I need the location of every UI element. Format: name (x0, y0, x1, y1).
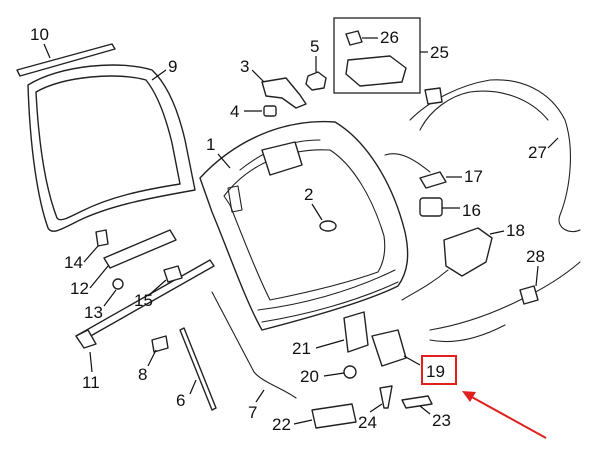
callout-21: 21 (292, 339, 311, 358)
callout-1: 1 (206, 135, 215, 154)
callout-6: 6 (176, 391, 185, 410)
bolt-20 (343, 365, 357, 379)
latch-19 (371, 329, 407, 367)
callout-24: 24 (358, 413, 377, 432)
camera-kit-box (333, 17, 421, 94)
wiring-harness-28 (429, 261, 581, 343)
callout-10: 10 (30, 25, 49, 44)
bolt-4 (263, 105, 277, 117)
callout-12: 12 (70, 279, 89, 298)
callout-26: 26 (380, 28, 399, 47)
callout-7: 7 (248, 403, 257, 422)
bumper-24 (379, 385, 393, 409)
bracket-21 (343, 311, 369, 353)
callout-17: 17 (464, 167, 483, 186)
door-trim-strip (16, 43, 116, 77)
callout-11: 11 (82, 373, 100, 392)
weatherstrip-seal (27, 64, 196, 232)
callout-19: 19 (426, 362, 445, 381)
trim-strip-11 (75, 259, 215, 349)
callout-25: 25 (430, 43, 449, 62)
callout-19-highlight (421, 355, 457, 385)
screw-13 (112, 278, 124, 290)
callout-20: 20 (300, 367, 319, 386)
liftgate-panel (199, 120, 409, 331)
callout-27: 27 (528, 143, 547, 162)
handle-22 (311, 403, 357, 429)
grommet (319, 220, 337, 232)
actuator-18 (401, 227, 493, 301)
wiring-harness-27 (384, 79, 581, 233)
callout-4: 4 (230, 102, 239, 121)
callout-18: 18 (506, 221, 525, 240)
callout-14: 14 (64, 253, 83, 272)
highlight-arrow (462, 391, 547, 439)
strut-6 (179, 327, 217, 411)
bumper-stop-14 (95, 229, 109, 247)
clip-8 (151, 335, 169, 353)
callout-9: 9 (168, 57, 177, 76)
connector-15 (163, 265, 183, 283)
module-16 (419, 197, 443, 217)
callout-28: 28 (526, 247, 545, 266)
hinge (261, 77, 307, 109)
callout-16: 16 (462, 201, 481, 220)
cable-7 (211, 291, 297, 399)
callout-22: 22 (272, 415, 291, 434)
callout-23: 23 (432, 411, 451, 430)
callout-3: 3 (240, 57, 249, 76)
nut-5 (305, 71, 327, 91)
callout-2: 2 (304, 185, 313, 204)
callout-8: 8 (138, 365, 147, 384)
callouts: 10 9 3 5 26 25 4 1 27 17 2 16 18 14 28 1… (30, 25, 559, 434)
switch-17 (419, 171, 447, 189)
callout-5: 5 (310, 37, 319, 56)
callout-13: 13 (84, 303, 103, 322)
light-assembly-12 (103, 229, 177, 269)
striker-23 (401, 395, 433, 409)
